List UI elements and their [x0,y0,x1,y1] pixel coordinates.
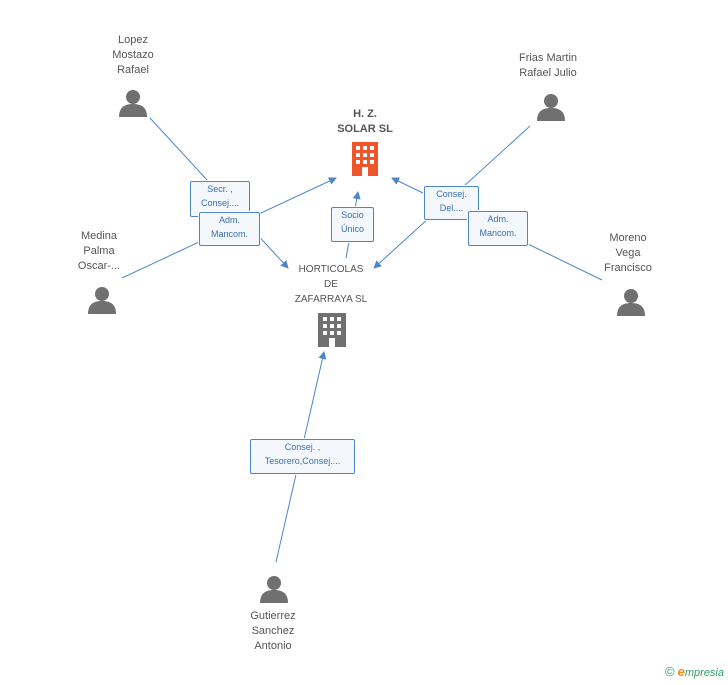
person-icon-lopez[interactable] [119,90,147,117]
relation-line: Consej. , [284,442,321,452]
person-name-line: Antonio [254,640,292,652]
person-name-line: Frias Martin [518,52,578,64]
relation-line: Adm. [487,214,509,224]
person-name-line: Rafael Julio [519,67,577,79]
person-label-gutierrez[interactable]: Gutierrez Sanchez Antonio [233,609,313,654]
person-label-moreno[interactable]: Moreno Vega Francisco [592,231,664,276]
relation-line: Consej.... [200,198,240,208]
building-icon-horticolas[interactable] [318,313,346,347]
relation-line: Del.... [439,203,464,213]
brand-initial: e [677,664,685,679]
person-name-line: Mostazo [112,49,154,61]
person-name-line: Francisco [604,262,652,274]
person-icon-gutierrez[interactable] [260,576,288,603]
person-label-medina[interactable]: Medina Palma Oscar-... [64,229,134,274]
company-label-horticolas[interactable]: HORTICOLAS DE ZAFARRAYA SL [276,262,386,307]
person-name-line: Gutierrez [250,610,296,622]
relation-box-medina-adm[interactable]: Adm. Mancom. [199,212,260,246]
relation-line: Mancom. [479,228,517,238]
person-icon-medina[interactable] [88,287,116,314]
company-name-line: H. Z. [353,108,377,120]
person-name-line: Vega [615,247,641,259]
relation-line: Adm. [218,215,240,225]
relation-line: Secr. , [207,184,233,194]
building-icon-hz-solar[interactable] [352,142,378,176]
person-icon-moreno[interactable] [617,289,645,316]
relation-box-lopez-secr[interactable]: Secr. , Consej.... [190,181,250,217]
company-name-line: DE [324,279,338,290]
relation-line: Mancom. [210,229,248,239]
relation-line: Consej. [436,189,467,199]
relation-box-socio-unico[interactable]: Socio Único [331,207,374,242]
person-name-line: Medina [80,230,118,242]
person-label-lopez[interactable]: Lopez Mostazo Rafael [93,33,173,78]
person-name-line: Moreno [609,232,647,244]
person-name-line: Oscar-... [77,260,121,272]
copyright-symbol: © [665,664,675,679]
person-name-line: Rafael [117,64,149,76]
company-label-hz-solar[interactable]: H. Z. SOLAR SL [320,107,410,137]
company-name-line: SOLAR SL [337,123,393,135]
relation-line: Único [340,224,364,234]
person-label-frias[interactable]: Frias Martin Rafael Julio [500,51,596,81]
brand-name: mpresia [684,667,724,679]
person-name-line: Sanchez [251,625,295,637]
person-name-line: Lopez [118,34,148,46]
company-name-line: ZAFARRAYA SL [294,294,368,305]
relation-line: Tesorero,Consej.... [264,456,341,466]
relation-line: Socio [341,210,364,220]
person-icon-frias[interactable] [537,94,565,121]
empresia-logo: ©empresia [665,664,724,679]
company-name-line: HORTICOLAS [298,264,364,275]
relation-box-moreno-adm[interactable]: Adm. Mancom. [468,211,528,246]
person-name-line: Palma [83,245,115,257]
relation-box-gutierrez-consej[interactable]: Consej. , Tesorero,Consej.... [250,439,355,474]
